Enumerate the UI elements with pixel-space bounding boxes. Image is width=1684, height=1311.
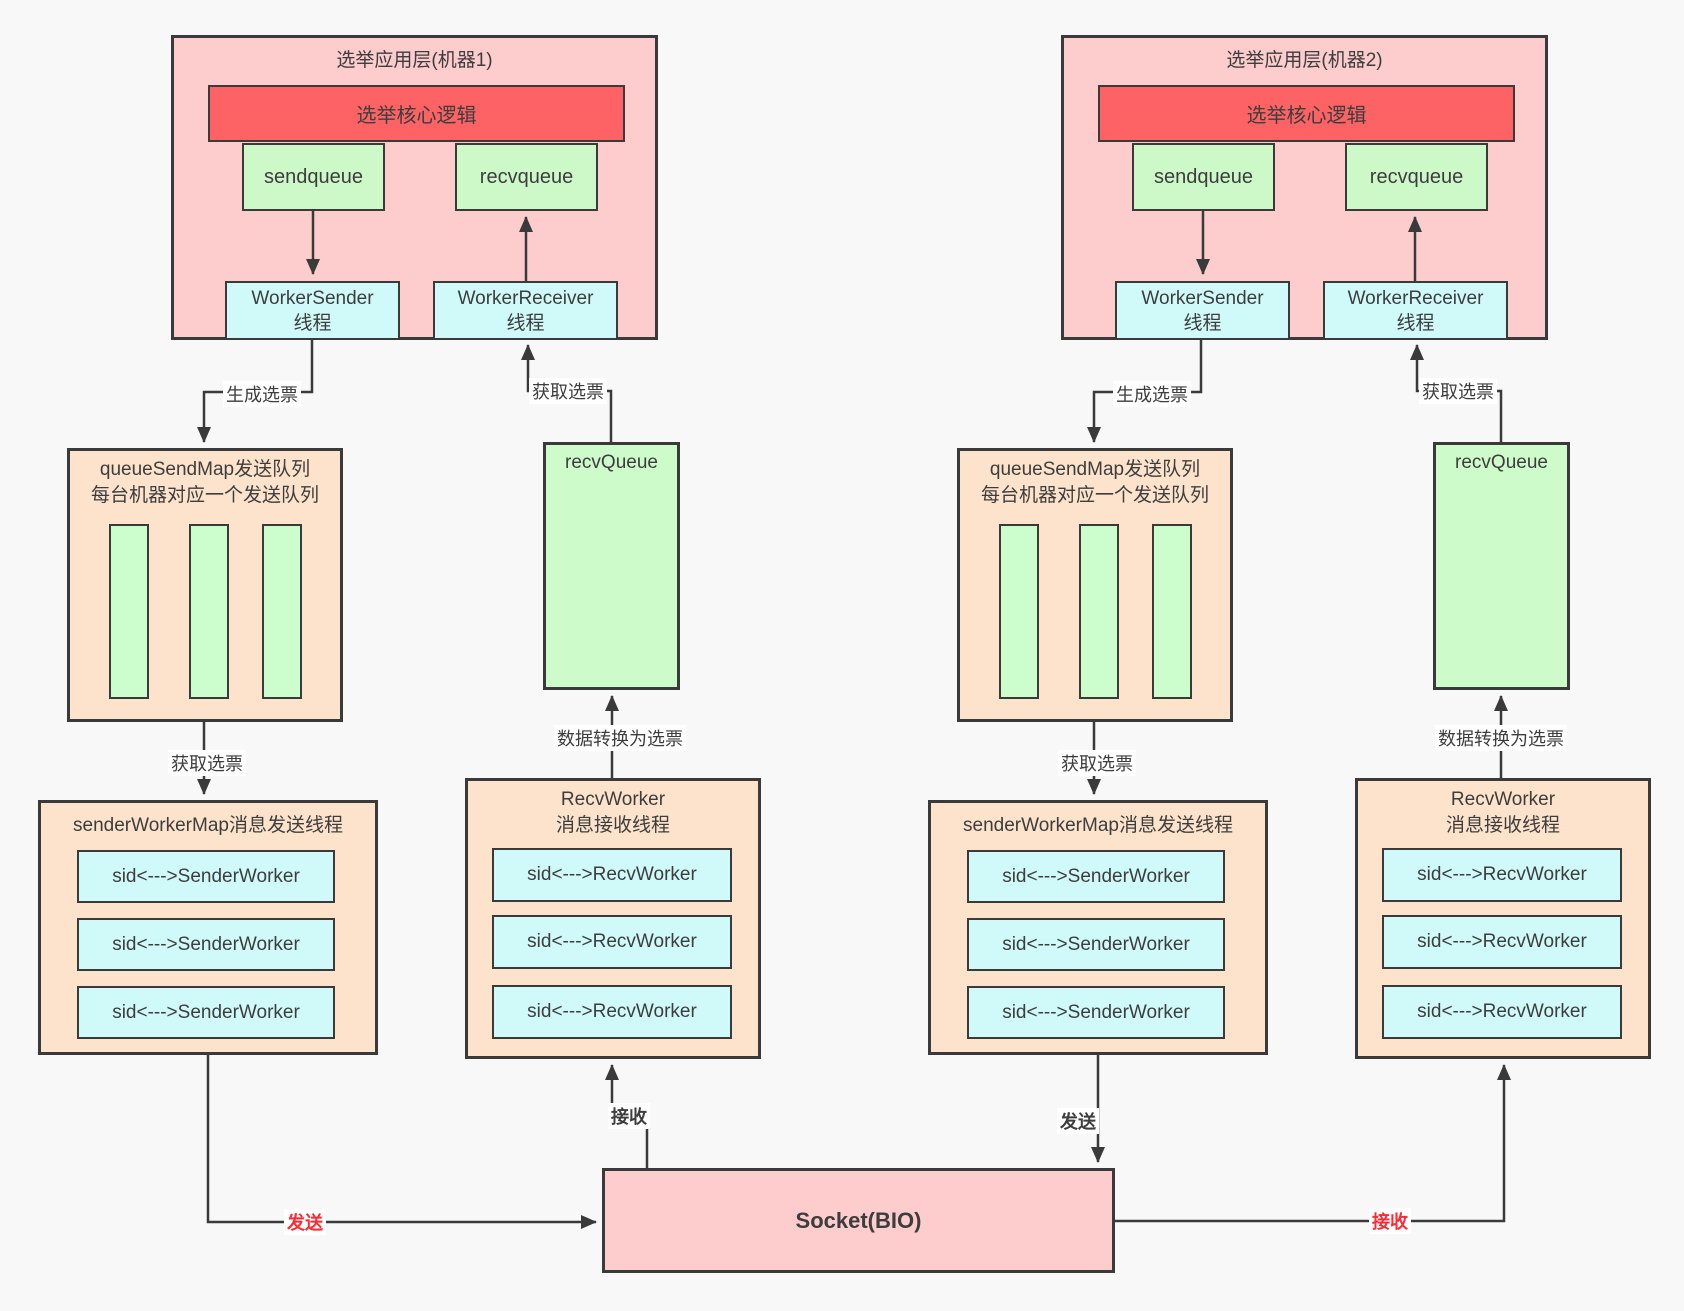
machine-1-recvworker-row: sid<--->RecvWorker (492, 848, 732, 902)
machine-1-title: 选举应用层(机器1) (336, 50, 493, 71)
edge-label-m1-convert-data: 数据转换为选票 (554, 725, 686, 751)
edge-label-m2-generate-ballot: 生成选票 (1113, 381, 1191, 407)
machine-2-senderworker-row: sid<--->SenderWorker (967, 918, 1225, 971)
edge-label-m2-fetch-ballot-top: 获取选票 (1419, 378, 1497, 404)
edge-label-m2-convert-data: 数据转换为选票 (1435, 725, 1567, 751)
socket-bio-box: Socket(BIO) (602, 1168, 1115, 1273)
machine-1-send-queue-bar (109, 524, 149, 699)
edge-label-m2-receive-red: 接收 (1369, 1208, 1411, 1234)
machine-1-workerreceiver-box: WorkerReceiver 线程 (433, 281, 618, 340)
machine-2-workerreceiver-thread-label: 线程 (1396, 312, 1435, 334)
machine-1-senderworker-row: sid<--->SenderWorker (77, 986, 335, 1039)
machine-2-senderworker-row-label: sid<--->SenderWorker (1002, 933, 1190, 955)
machine-1-workersender-label: WorkerSender (251, 287, 374, 309)
machine-2-senderworker-row: sid<--->SenderWorker (967, 850, 1225, 903)
machine-2-recvworker-row-label: sid<--->RecvWorker (1417, 931, 1587, 952)
machine-1-send-queue-bar (189, 524, 229, 699)
machine-1-sendqueue-box: sendqueue (242, 143, 385, 211)
machine-1-send-queue-bar (262, 524, 302, 699)
machine-1-workersender-box: WorkerSender 线程 (225, 281, 400, 340)
edge-label-m1-fetch-ballot-mid: 获取选票 (168, 750, 246, 776)
machine-1-senderworker-row-label: sid<--->SenderWorker (112, 1001, 300, 1023)
machine-1-queuesendmap-subtitle: 每台机器对应一个发送队列 (90, 485, 319, 506)
machine-1-recvworker-row-label: sid<--->RecvWorker (527, 1001, 697, 1022)
machine-2-recvqueue-label: recvqueue (1369, 165, 1464, 188)
machine-1-queuesendmap-title: queueSendMap发送队列 (99, 459, 311, 480)
machine-1-core-logic-box: 选举核心逻辑 (208, 85, 625, 142)
machine-2-send-queue-bar (1079, 524, 1119, 699)
machine-2-recvworker-row-label: sid<--->RecvWorker (1417, 1001, 1587, 1022)
machine-1-recvworker-subtitle: 消息接收线程 (555, 815, 670, 836)
machine-2-send-queue-bar (1152, 524, 1192, 699)
machine-2-recvqueue-box: recvqueue (1345, 143, 1488, 211)
machine-1-recvqueue-store-box: recvQueue (543, 442, 680, 690)
machine-2-recvworker-row: sid<--->RecvWorker (1382, 848, 1622, 902)
edge-label-m1-generate-ballot: 生成选票 (223, 381, 301, 407)
machine-2-core-logic-label: 选举核心逻辑 (1246, 105, 1367, 127)
machine-2-senderworkermap-title: senderWorkerMap消息发送线程 (963, 815, 1233, 836)
machine-1-recvqueue-label: recvqueue (479, 165, 574, 188)
machine-2-recvworker-row: sid<--->RecvWorker (1382, 985, 1622, 1039)
machine-2-title: 选举应用层(机器2) (1226, 50, 1383, 71)
machine-1-recvworker-row-label: sid<--->RecvWorker (527, 931, 697, 952)
edge-label-m1-receive-black: 接收 (608, 1103, 650, 1129)
arrow-socket-to-m2-recvworker (1115, 1064, 1511, 1223)
machine-1-recvworker-row: sid<--->RecvWorker (492, 985, 732, 1039)
machine-1-recvqueue-box: recvqueue (455, 143, 598, 211)
machine-2-senderworker-row: sid<--->SenderWorker (967, 986, 1225, 1039)
machine-2-workersender-thread-label: 线程 (1183, 312, 1222, 334)
machine-1-core-logic-label: 选举核心逻辑 (356, 105, 477, 127)
machine-2-queuesendmap-subtitle: 每台机器对应一个发送队列 (980, 485, 1209, 506)
machine-1-workerreceiver-label: WorkerReceiver (457, 287, 594, 309)
machine-2-recvqueue-store-box: recvQueue (1433, 442, 1570, 690)
machine-1-senderworker-row: sid<--->SenderWorker (77, 850, 335, 903)
machine-2-workersender-box: WorkerSender 线程 (1115, 281, 1290, 340)
machine-2-recvworker-subtitle: 消息接收线程 (1445, 815, 1560, 836)
machine-2-queuesendmap-title: queueSendMap发送队列 (989, 459, 1201, 480)
machine-1-recvworker-title: RecvWorker (560, 789, 666, 810)
machine-2-recvqueue-store-label: recvQueue (1455, 452, 1548, 473)
edge-label-m1-send-red: 发送 (284, 1209, 326, 1235)
machine-1-senderworker-row: sid<--->SenderWorker (77, 918, 335, 971)
machine-1-workersender-thread-label: 线程 (293, 312, 332, 334)
socket-bio-label: Socket(BIO) (795, 1207, 922, 1233)
machine-2-core-logic-box: 选举核心逻辑 (1098, 85, 1515, 142)
machine-2-recvworker-row-label: sid<--->RecvWorker (1417, 864, 1587, 885)
machine-2-workersender-label: WorkerSender (1141, 287, 1264, 309)
machine-2-workerreceiver-box: WorkerReceiver 线程 (1323, 281, 1508, 340)
arrow-m1-senderworkermap-to-socket (206, 1055, 597, 1229)
machine-2-workerreceiver-label: WorkerReceiver (1347, 287, 1484, 309)
machine-1-recvworker-row: sid<--->RecvWorker (492, 915, 732, 969)
edge-label-m1-fetch-ballot-top: 获取选票 (529, 378, 607, 404)
machine-1-recvqueue-store-label: recvQueue (565, 452, 658, 473)
machine-2-send-queue-bar (999, 524, 1039, 699)
machine-1-senderworkermap-title: senderWorkerMap消息发送线程 (73, 815, 343, 836)
machine-1-workerreceiver-thread-label: 线程 (506, 312, 545, 334)
machine-2-sendqueue-box: sendqueue (1132, 143, 1275, 211)
machine-2-sendqueue-label: sendqueue (1154, 165, 1253, 188)
edge-label-m2-fetch-ballot-mid: 获取选票 (1058, 750, 1136, 776)
machine-2-recvworker-title: RecvWorker (1450, 789, 1556, 810)
machine-1-sendqueue-label: sendqueue (264, 165, 363, 188)
machine-2-senderworker-row-label: sid<--->SenderWorker (1002, 1001, 1190, 1023)
machine-2-senderworker-row-label: sid<--->SenderWorker (1002, 865, 1190, 887)
machine-1-recvworker-row-label: sid<--->RecvWorker (527, 864, 697, 885)
machine-2-recvworker-row: sid<--->RecvWorker (1382, 915, 1622, 969)
edge-label-m2-send-black: 发送 (1057, 1108, 1099, 1134)
machine-1-senderworker-row-label: sid<--->SenderWorker (112, 865, 300, 887)
machine-1-senderworker-row-label: sid<--->SenderWorker (112, 933, 300, 955)
